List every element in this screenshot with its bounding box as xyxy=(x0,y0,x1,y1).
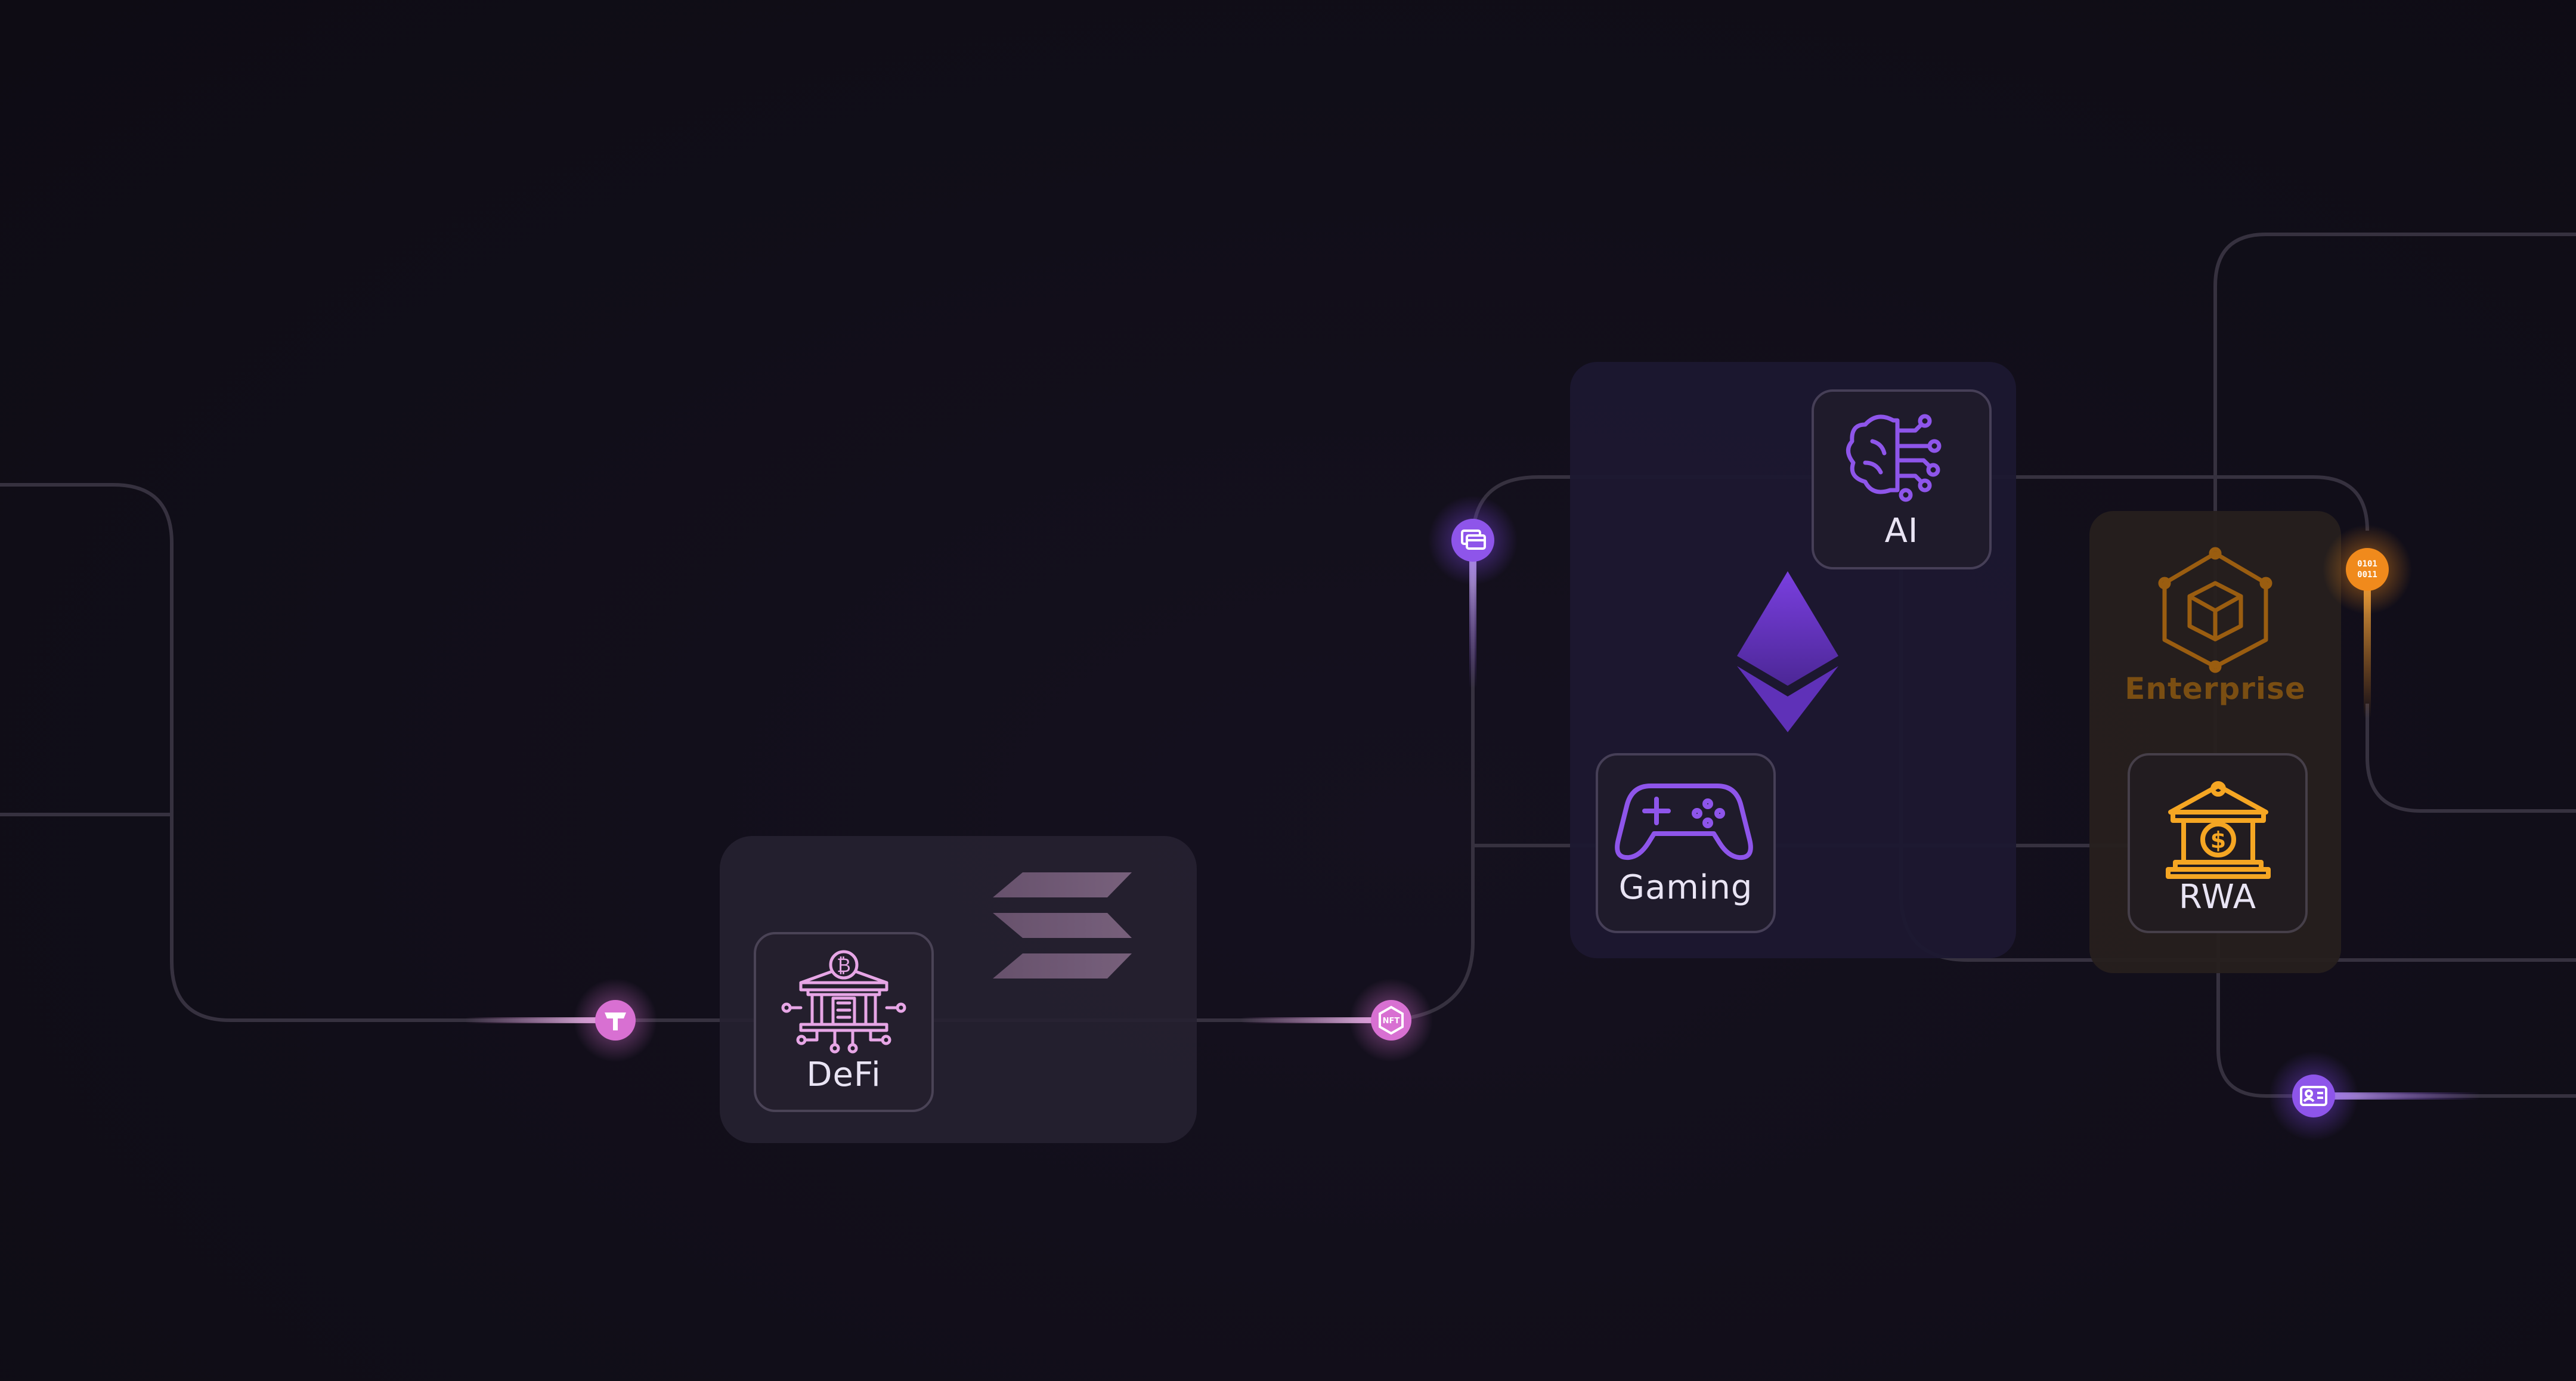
defi-card[interactable]: ₿ xyxy=(754,932,934,1112)
ai-label: AI xyxy=(1884,512,1919,550)
binary-icon: 0101 0011 xyxy=(2357,559,2377,580)
line-nft-up xyxy=(1377,540,1475,1022)
rwa-label: RWA xyxy=(2178,878,2257,916)
binary-text-bottom: 0011 xyxy=(2357,570,2377,580)
tether-icon xyxy=(605,1012,626,1030)
nft-badge-text: NFT xyxy=(1383,1017,1400,1026)
gaming-label: Gaming xyxy=(1618,868,1753,907)
binary-connector[interactable]: 0101 0011 xyxy=(2323,525,2412,614)
enterprise-label: Enterprise xyxy=(2125,671,2306,706)
solana-logo-icon xyxy=(993,872,1132,979)
cube-network-icon xyxy=(2158,547,2272,673)
nft-badge-icon xyxy=(1379,1005,1404,1035)
id-card-icon xyxy=(2300,1086,2327,1106)
brain-circuit-icon xyxy=(1846,414,1942,502)
bank-bitcoin-icon: ₿ xyxy=(781,950,906,1054)
identity-connector[interactable] xyxy=(2269,1051,2358,1141)
payment-connector[interactable] xyxy=(1428,496,1518,585)
bank-dollar-icon: $ xyxy=(2166,781,2271,879)
ethereum-logo-icon xyxy=(1737,571,1838,732)
rwa-card[interactable]: $ xyxy=(2128,753,2308,933)
svg-text:$: $ xyxy=(2210,827,2226,853)
gamepad-icon xyxy=(1615,784,1753,860)
defi-label: DeFi xyxy=(806,1055,881,1094)
line-right-top xyxy=(2213,233,2576,799)
cards-icon xyxy=(1461,530,1486,550)
binary-text-top: 0101 xyxy=(2357,559,2377,569)
nft-connector[interactable]: NFT xyxy=(1349,979,1433,1062)
line-binary-loop xyxy=(2366,704,2576,813)
line-rwa-id xyxy=(2216,930,2314,1098)
svg-text:₿: ₿ xyxy=(837,954,851,977)
tether-connector[interactable] xyxy=(574,979,657,1062)
gaming-card[interactable] xyxy=(1596,753,1776,933)
ai-card[interactable] xyxy=(1812,389,1992,569)
line-left-outer xyxy=(0,483,722,1022)
